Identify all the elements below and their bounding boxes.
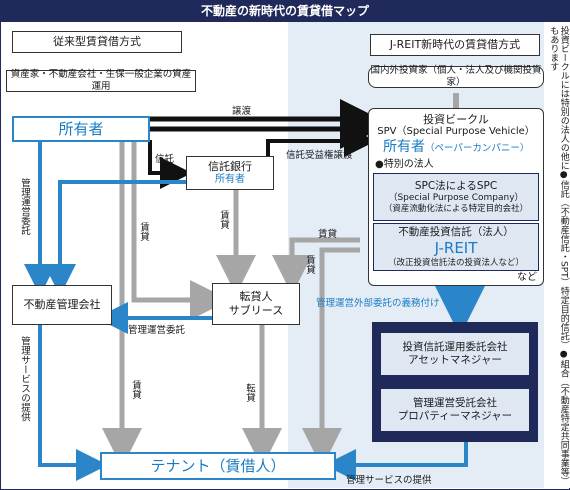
traditional-header: 従来型賃貸借方式 xyxy=(12,31,182,53)
outsourcing-label: 管理運営外部委託の義務付け xyxy=(316,298,440,309)
spc-box: SPC法によるSPC （Special Purpose Company） （資産… xyxy=(373,173,539,221)
mgmt-service-label: 管理サービスの提供 xyxy=(346,475,432,486)
lease-arrow-owner-sublease xyxy=(131,140,230,320)
mgmt-entrust-label: 管理運営委託 xyxy=(128,325,186,336)
asset-manager-box: 投資信託運用委託会社 アセットマネジャー xyxy=(380,332,530,376)
mgmt-service-arrow xyxy=(38,325,108,481)
diagram-title: 不動産の新時代の賃貸借マップ xyxy=(0,0,570,22)
spc-en: （Special Purpose Company） xyxy=(388,192,524,203)
trust-bank-owner: 所有者 xyxy=(215,173,245,185)
mgmt-company-box: 不動産管理会社 xyxy=(12,285,112,325)
etc-label: など xyxy=(517,272,537,283)
reit-box: 不動産投資信託（法人） J-REIT （改正投資信託法の投資法人など） xyxy=(373,223,539,271)
spc-note: （資産流動化法による特定目的会社） xyxy=(383,203,529,214)
reit-title: 不動産投資信託（法人） xyxy=(398,225,514,238)
trust-label: 信託 xyxy=(155,154,175,165)
spc-title: SPC法によるSPC xyxy=(414,179,498,192)
owner-box: 所有者 xyxy=(12,116,150,142)
manager-group: 投資信託運用委託会社 アセットマネジャー 管理運営受託会社 プロパティーマネジャ… xyxy=(372,322,538,442)
side-note: 投資ビークルには特別の法人の他に●信託（不動産信託・SPT）特定目的信託）●組合… xyxy=(548,26,569,486)
property-manager-line2: プロパティーマネジャー xyxy=(397,410,513,422)
special-corp-label: ●特別の法人 xyxy=(375,159,434,170)
trust-arrow xyxy=(148,140,192,189)
property-manager-line1: 管理運営受託会社 xyxy=(413,396,497,409)
lease-label-b: 賃貸 xyxy=(217,210,229,229)
reit-note: （改正投資信託法の投資法人など） xyxy=(387,257,524,268)
trust-bank-box: 信託銀行 所有者 xyxy=(186,156,274,190)
trust-transfer-label: 信託受益権譲渡 xyxy=(286,150,353,161)
lease-arrow-spv-sublease xyxy=(272,237,360,295)
vehicle-title: 投資ビークル xyxy=(423,113,489,126)
trust-transfer-arrow xyxy=(266,125,376,160)
vehicle-spv: SPV（Special Purpose Vehicle） xyxy=(377,126,535,137)
mgmt-entrust-vertical-label: 管理運営委託 xyxy=(18,178,30,235)
reit-name: J-REIT xyxy=(434,238,478,257)
traditional-sub: 資産家・不動産会社・生保一般企業の資産運用 xyxy=(6,69,196,92)
vehicle-box: 投資ビークル SPV（Special Purpose Vehicle） 所有者（… xyxy=(368,108,544,286)
asset-manager-line2: アセットマネジャー xyxy=(408,354,502,366)
asset-manager-line1: 投資信託運用委託会社 xyxy=(402,340,508,353)
lease-label-d: 賃貸 xyxy=(303,255,315,274)
investors-box: 国内外投資家（個人・法人及び機関投資家） xyxy=(368,65,544,88)
side-note-strip xyxy=(544,22,570,488)
lease-label-c: 賃貸 xyxy=(318,229,338,240)
transfer-label: 譲渡 xyxy=(232,106,252,117)
vehicle-owner: 所有者 xyxy=(383,139,425,155)
vehicle-owner-note: （ペーパーカンパニー） xyxy=(425,143,530,154)
trust-bank-label: 信託銀行 xyxy=(208,159,252,173)
vehicle-owner-line: 所有者（ペーパーカンパニー） xyxy=(383,139,529,157)
lease-label-e: 賃貸 xyxy=(129,380,141,399)
sublease-box: 転貸人 サブリース xyxy=(212,283,300,325)
sublease-line1: 転貸人 xyxy=(239,290,273,304)
lease-arrow-spv-tenant xyxy=(302,247,360,468)
sublease-line2: サブリース xyxy=(228,304,284,317)
sublease-label: 転貸 xyxy=(243,383,255,402)
mgmt-service-vertical-label: 管理サービスの提供 xyxy=(18,336,30,422)
tenant-box: テナント（賃借人） xyxy=(100,452,336,480)
bank-mgmt-arrow xyxy=(44,180,186,296)
property-manager-box: 管理運営受託会社 プロパティーマネジャー xyxy=(380,388,530,432)
pm-service-arrow xyxy=(324,435,468,481)
lease-label-a: 賃貸 xyxy=(137,222,149,241)
jreit-header: J-REIT新時代の賃貸借方式 xyxy=(370,34,540,56)
